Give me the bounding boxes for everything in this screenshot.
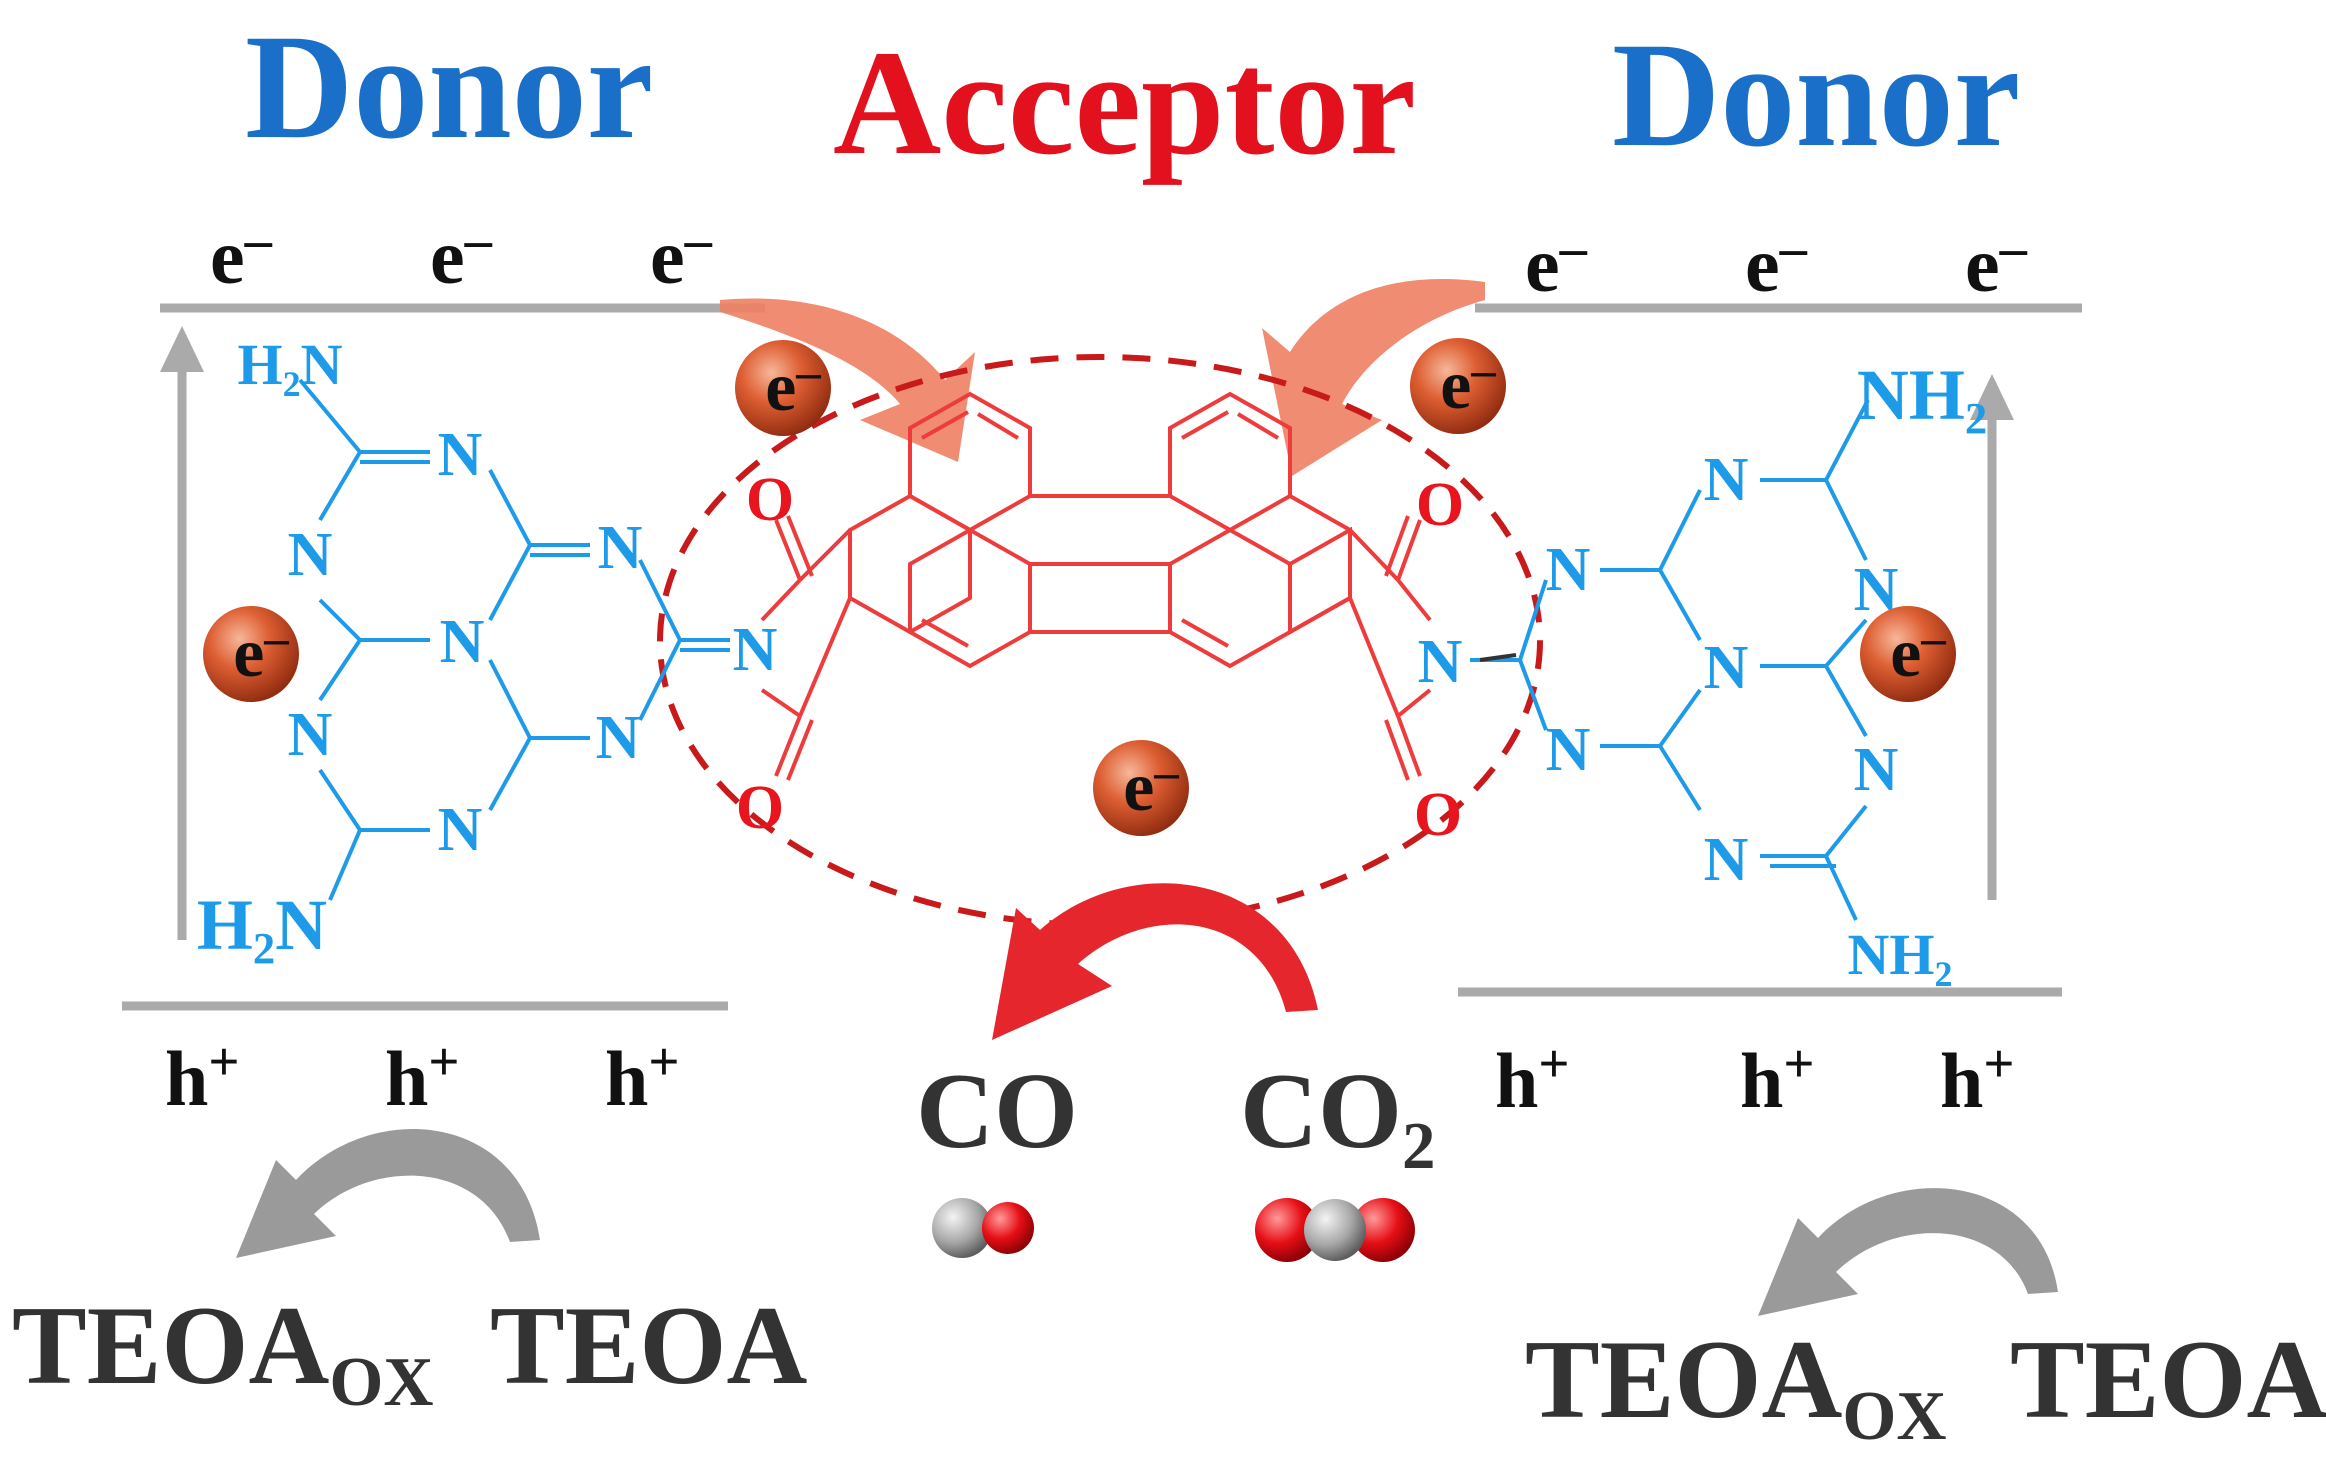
oxygen-atom-label: O: [735, 774, 785, 842]
transfer-arrow-right: [1262, 279, 1485, 476]
excitation-arrowhead-right: [1970, 374, 2014, 420]
nitrogen-atom-label: N: [1545, 536, 1591, 604]
nitrogen-atom-label: N: [1853, 736, 1899, 804]
vb-hole-label: h+: [1940, 1033, 2015, 1124]
nitrogen-atom-label: N: [597, 514, 643, 582]
nitrogen-atom-label: N: [437, 796, 483, 864]
oxygen-atom-label: O: [1413, 781, 1463, 849]
vb-hole-label: h+: [1740, 1033, 1815, 1124]
product-co-label: CO: [916, 1052, 1078, 1171]
cb-electron-label: e–: [430, 209, 492, 300]
cb-electron-label: e–: [1745, 217, 1807, 308]
nitrogen-atom-label: N: [1417, 628, 1463, 696]
excitation-arrowhead-left: [160, 326, 204, 372]
vb-hole-label: h+: [605, 1031, 680, 1122]
nitrogen-atom-label: N: [287, 521, 333, 589]
title-donor-left: Donor: [245, 4, 654, 170]
linker-bond-right: [1479, 653, 1517, 662]
nitrogen-atom-label: N: [1703, 634, 1749, 702]
electron-ball: [1410, 338, 1506, 434]
amino-group-label: NH2: [1847, 922, 1953, 994]
reactant-co2-label: CO2: [1240, 1052, 1436, 1184]
teoa-ox-label-left: TEOAOX: [12, 1284, 434, 1422]
electron-ball: [203, 606, 299, 702]
cb-electron-label: e–: [650, 209, 712, 300]
nitrogen-atom-label: N: [1853, 556, 1899, 624]
electron-ball: [735, 340, 831, 436]
cb-electron-label: e–: [210, 209, 272, 300]
cb-electron-label: e–: [1525, 217, 1587, 308]
title-donor-right: Donor: [1612, 12, 2021, 178]
electron-ball-label: e–: [1440, 341, 1496, 424]
teoa-arrow-right: [1758, 1188, 2058, 1316]
nitrogen-atom-label: N: [437, 421, 483, 489]
nitrogen-atom-label: N: [595, 704, 641, 772]
nitrogen-atom-label: N: [287, 701, 333, 769]
pdi-structure: [760, 391, 1432, 781]
nitrogen-atom-label: N: [732, 616, 778, 684]
teoa-ox-label-right: TEOAOX: [1525, 1318, 1947, 1456]
co2-molecule-model: [1255, 1198, 1415, 1262]
nitrogen-atom-label: N: [439, 608, 485, 676]
title-acceptor: Acceptor: [833, 20, 1417, 186]
teoa-label-right: TEOA: [2010, 1318, 2326, 1442]
acceptor-region-ellipse: [657, 354, 1543, 928]
vb-hole-label: h+: [165, 1031, 240, 1122]
amino-group-label: NH2: [1856, 355, 1988, 444]
co-molecule-model: [932, 1198, 1034, 1258]
amino-group-label: H2N: [237, 332, 343, 404]
amino-group-label: H2N: [196, 885, 328, 974]
co2-reduction-arrow: [992, 883, 1318, 1040]
transfer-arrow-left: [720, 298, 975, 462]
vb-hole-label: h+: [1495, 1033, 1570, 1124]
melem-structure-right: [1470, 399, 1870, 921]
nitrogen-atom-label: N: [1703, 826, 1749, 894]
vb-hole-label: h+: [385, 1031, 460, 1122]
nitrogen-atom-label: N: [1545, 716, 1591, 784]
electron-ball-label: e–: [1890, 609, 1946, 692]
nitrogen-atom-label: N: [1703, 446, 1749, 514]
electron-ball: [1093, 740, 1189, 836]
electron-ball-label: e–: [1123, 743, 1179, 826]
melem-structure-left: [298, 378, 730, 901]
oxygen-atom-label: O: [745, 466, 795, 534]
teoa-label-left: TEOA: [490, 1284, 808, 1408]
electron-ball-label: e–: [765, 343, 821, 426]
oxygen-atom-label: O: [1415, 471, 1465, 539]
cb-electron-label: e–: [1965, 217, 2027, 308]
electron-ball: [1860, 606, 1956, 702]
teoa-arrow-left: [236, 1129, 540, 1258]
electron-ball-label: e–: [233, 609, 289, 692]
